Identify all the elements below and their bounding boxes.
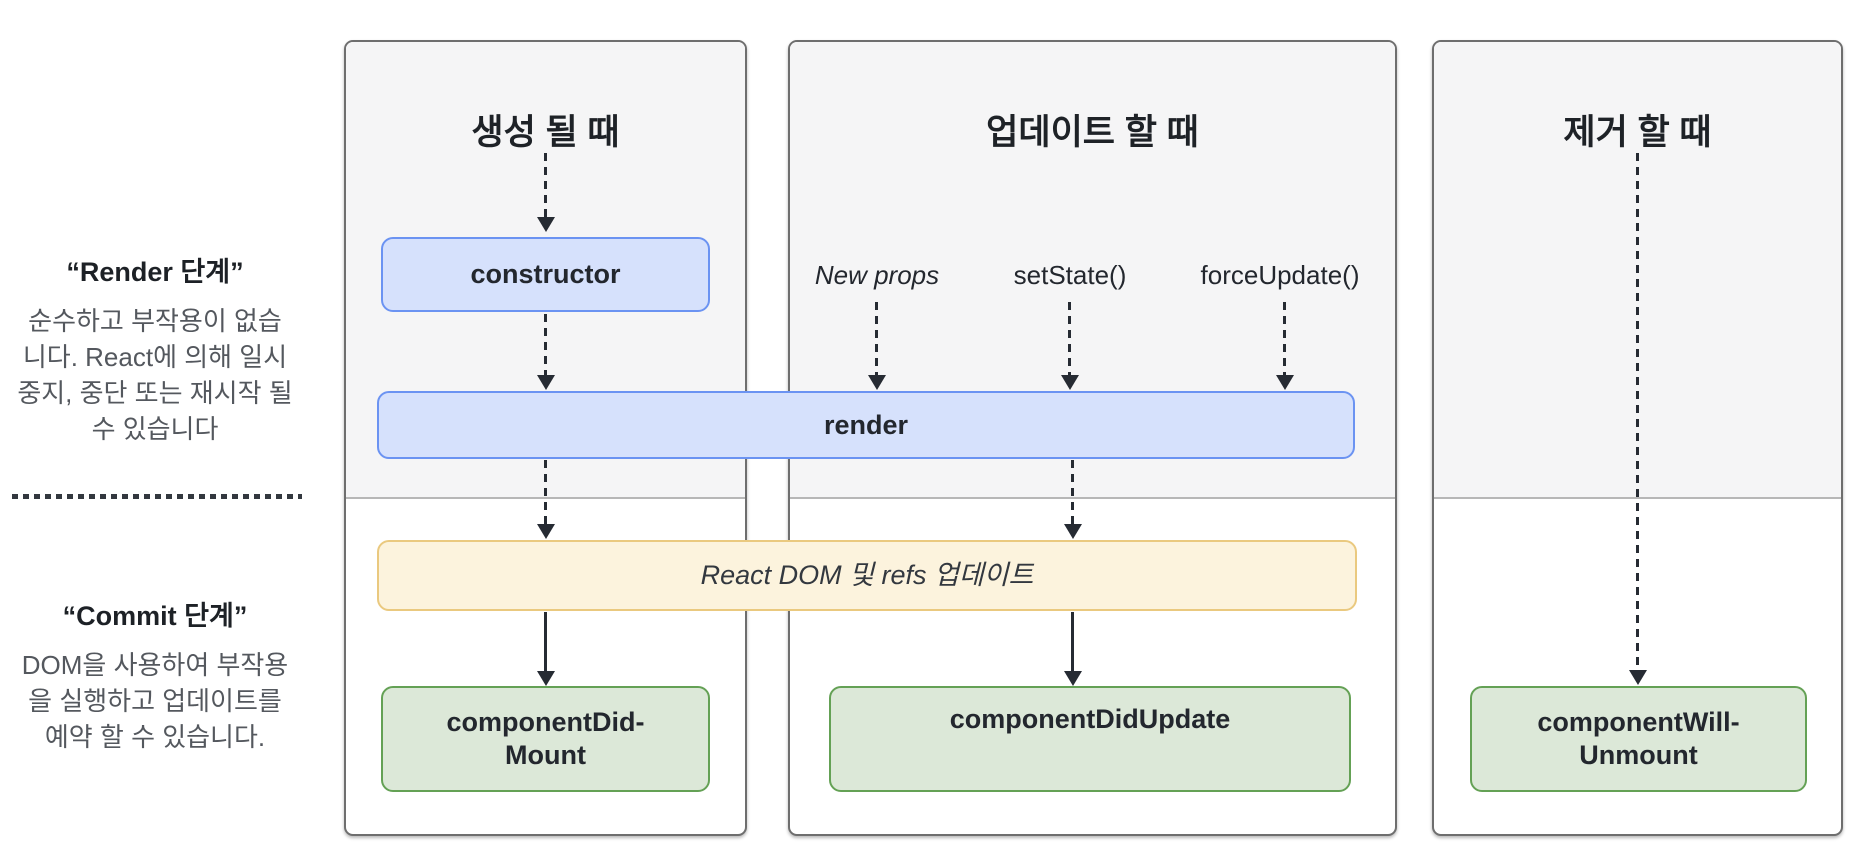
arrow-dom-to-did-mount-line [544, 612, 547, 671]
render-phase-block: “Render 단계” 순수하고 부작용이 없습 니다. React에 의해 일… [2, 250, 308, 447]
render-phase-title: “Render 단계” [66, 257, 244, 287]
arrow-render-to-dom-update-head [1064, 524, 1082, 539]
constructor-box: constructor [381, 237, 710, 312]
component-will-unmount-box: componentWill- Unmount [1470, 686, 1807, 792]
arrow-new-props-line [875, 302, 878, 375]
column-header-mount: 생성 될 때 [471, 113, 620, 152]
trigger-new-props: New props [814, 260, 940, 290]
column-header-update: 업데이트 할 때 [986, 113, 1199, 152]
arrow-dom-to-did-update-head [1064, 671, 1082, 686]
trigger-set-state: setState() [1013, 260, 1127, 290]
react-dom-update-box: React DOM 및 refs 업데이트 [377, 540, 1357, 611]
arrow-render-to-dom-mount-head [537, 524, 555, 539]
arrow-mount-start-line [544, 153, 547, 217]
arrow-mount-start-head [537, 217, 555, 232]
arrow-dom-to-did-update-line [1071, 612, 1074, 671]
render-phase-description: 순수하고 부작용이 없습 니다. React에 의해 일시 중지, 중단 또는 … [17, 306, 293, 444]
arrow-constructor-to-render-line [544, 314, 547, 375]
arrow-constructor-to-render-head [537, 375, 555, 390]
arrow-render-to-dom-mount-line [544, 460, 547, 524]
commit-phase-title: “Commit 단계” [62, 601, 248, 631]
render-box: render [377, 391, 1355, 459]
arrow-force-update-head [1276, 375, 1294, 390]
arrow-set-state-head [1061, 375, 1079, 390]
trigger-force-update: forceUpdate() [1200, 260, 1360, 290]
arrow-set-state-line [1068, 302, 1071, 375]
component-did-mount-box: componentDid- Mount [381, 686, 710, 792]
arrow-unmount-head [1629, 670, 1647, 685]
arrow-new-props-head [868, 375, 886, 390]
commit-phase-block: “Commit 단계” DOM을 사용하여 부작용 을 실행하고 업데이트를 예… [2, 594, 308, 755]
component-did-update-box: componentDidUpdate [829, 686, 1351, 792]
arrow-dom-to-did-mount-head [537, 671, 555, 686]
column-header-unmount: 제거 할 때 [1563, 113, 1712, 152]
arrow-render-to-dom-update-line [1071, 460, 1074, 524]
arrow-force-update-line [1283, 302, 1286, 375]
phase-divider-dotted-line [12, 494, 302, 499]
arrow-unmount-line [1636, 153, 1639, 670]
commit-phase-description: DOM을 사용하여 부작용 을 실행하고 업데이트를 예약 할 수 있습니다. [21, 650, 289, 752]
